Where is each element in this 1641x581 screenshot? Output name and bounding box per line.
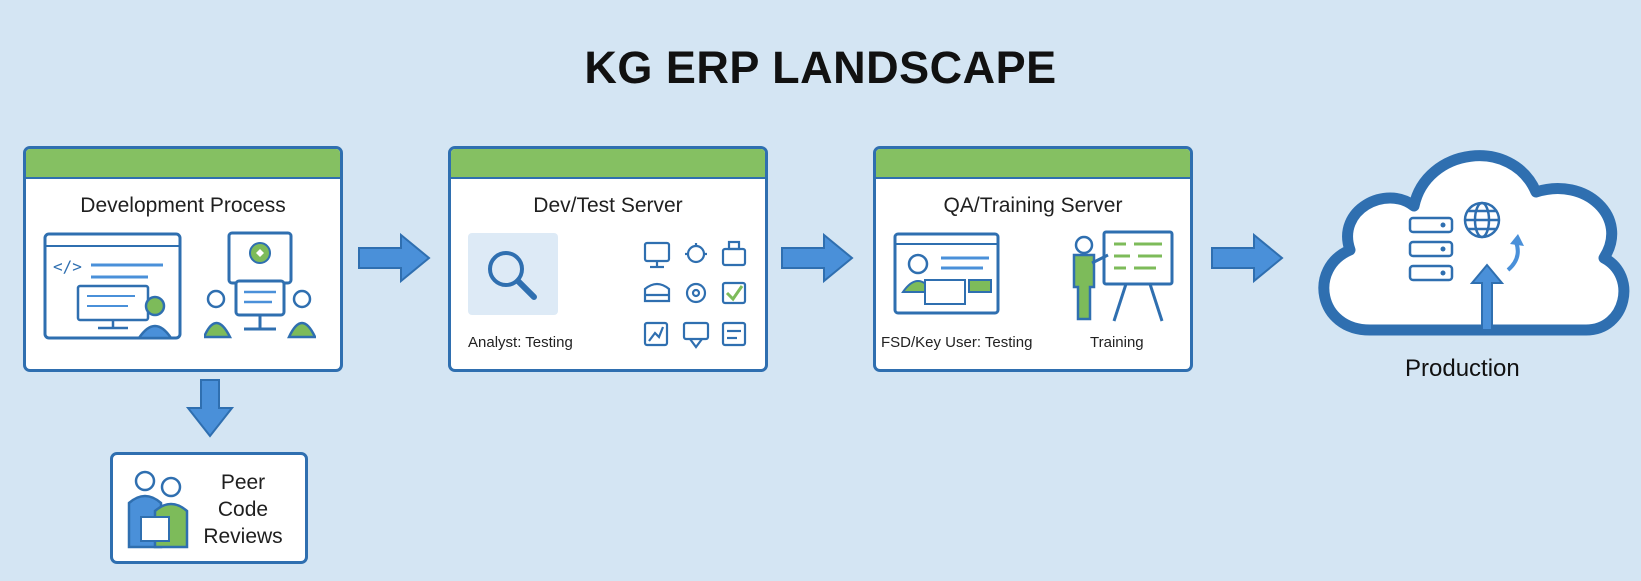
- peer-review-line: Peer: [220, 471, 266, 494]
- stage-header-bar: [876, 149, 1190, 179]
- flow-arrow-right: [358, 232, 431, 284]
- peer-review-people-icon: [127, 470, 189, 549]
- stage-caption: Training: [1090, 334, 1144, 351]
- production-cloud-icon: [1318, 150, 1630, 336]
- stage-header-bar: [451, 149, 765, 179]
- stage-development-process: Development Process </>: [23, 146, 343, 372]
- stage-title: QA/Training Server: [943, 194, 1123, 217]
- stage-dev-test-server: Dev/Test Server Analyst: Testing: [448, 146, 768, 372]
- peer-review-label: Peer Code Reviews: [193, 469, 293, 550]
- svg-text:</>: </>: [53, 257, 82, 276]
- code-editor-icon: </>: [43, 232, 182, 340]
- flow-arrow-down: [185, 379, 235, 438]
- team-collaboration-icon: [204, 231, 316, 339]
- stage-qa-training-server: QA/Training Server FSD/Key User: Testing…: [873, 146, 1193, 372]
- testing-tools-icon-grid: [643, 240, 747, 349]
- peer-review-line: Reviews: [203, 525, 283, 548]
- user-profile-form-icon: [893, 232, 1000, 315]
- stage-caption: Analyst: Testing: [468, 334, 573, 351]
- trainer-whiteboard-icon: [1072, 230, 1174, 322]
- stage-title: Development Process: [80, 194, 286, 217]
- magnifier-icon: [468, 233, 558, 315]
- flow-arrow-right: [1211, 232, 1284, 284]
- production-label: Production: [1405, 355, 1520, 382]
- stage-title: Dev/Test Server: [533, 194, 683, 217]
- page-title: KG ERP LANDSCAPE: [584, 42, 1057, 93]
- peer-review-line: Code: [217, 498, 269, 521]
- stage-caption: FSD/Key User: Testing: [881, 334, 1033, 351]
- peer-code-reviews-box: Peer Code Reviews: [110, 452, 308, 564]
- flow-arrow-right: [781, 232, 854, 284]
- stage-header-bar: [26, 149, 340, 179]
